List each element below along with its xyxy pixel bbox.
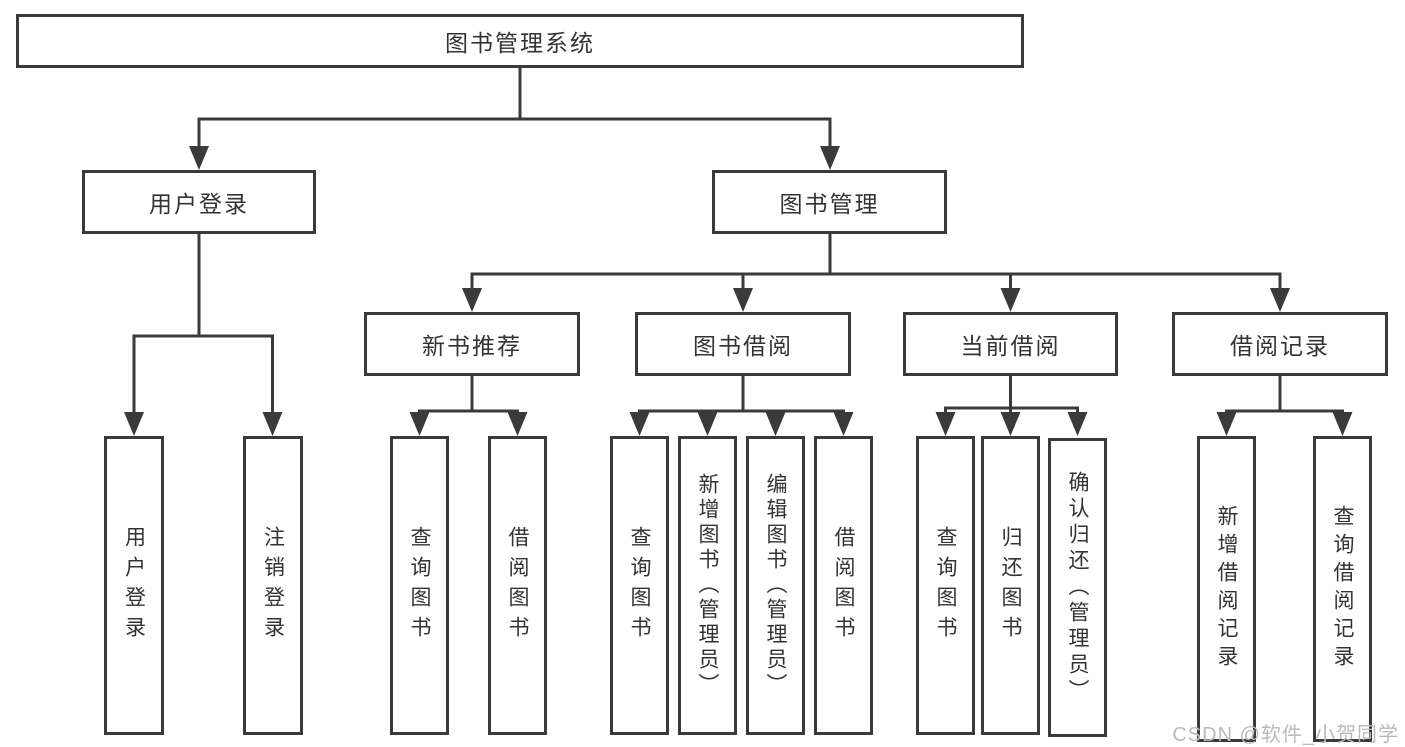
connector-book-borrowing-to-leaves (638, 376, 845, 416)
connector-new-book-recommend-to-leaves (418, 376, 519, 416)
node-root-system: 图书管理系统 (16, 14, 1024, 68)
node-leaf-borrow-books-recommend: 借阅图书 (488, 436, 547, 735)
node-leaf-add-borrow-record: 新增借阅记录 (1197, 436, 1256, 742)
arrowhead (629, 412, 650, 436)
connector-root-to-level2 (197, 68, 832, 150)
node-label: 借阅图书 (506, 525, 529, 646)
node-book-borrowing: 图书借阅 (635, 312, 851, 376)
node-leaf-query-books-recommend: 查询图书 (390, 436, 449, 735)
node-leaf-query-books-borrowing: 查询图书 (610, 436, 669, 735)
node-label: 归还图书 (999, 525, 1022, 646)
arrowhead (1000, 288, 1021, 312)
node-label: 编辑图书（管理员） (764, 473, 787, 698)
node-label: 用户登录 (122, 525, 146, 646)
arrowhead (462, 288, 482, 312)
node-label: 注销登录 (261, 525, 285, 646)
node-label: 查询图书 (628, 525, 651, 646)
node-label: 查询借阅记录 (1331, 505, 1354, 673)
node-leaf-borrow-books-borrowing: 借阅图书 (814, 436, 873, 735)
node-leaf-return-books: 归还图书 (981, 436, 1040, 735)
node-user-login-module: 用户登录 (82, 170, 316, 234)
node-leaf-confirm-return-admin: 确认归还（管理员） (1048, 438, 1107, 737)
node-label: 图书管理系统 (445, 30, 595, 56)
arrowhead (820, 146, 840, 170)
arrowhead (507, 412, 528, 436)
connector-user-login-to-leaves (132, 234, 274, 416)
node-label: 新增图书（管理员） (696, 473, 719, 698)
arrowhead (833, 412, 854, 436)
arrowhead (189, 146, 209, 170)
node-label: 新增借阅记录 (1215, 505, 1238, 673)
arrowhead (262, 412, 283, 436)
node-label: 用户登录 (149, 191, 249, 217)
arrowhead (124, 412, 144, 436)
node-label: 借阅图书 (832, 525, 855, 646)
node-label: 当前借阅 (960, 333, 1061, 359)
node-label: 查询图书 (934, 525, 957, 646)
watermark: CSDN @软件_小贺同学 (1172, 724, 1399, 746)
node-label: 确认归还（管理员） (1066, 470, 1089, 705)
connector-book-management-to-level3 (470, 234, 1282, 294)
node-label: 图书管理 (779, 191, 880, 217)
node-leaf-query-borrow-record: 查询借阅记录 (1313, 436, 1372, 742)
arrowhead (697, 412, 718, 436)
node-leaf-logout: 注销登录 (243, 436, 303, 735)
arrowhead (1067, 412, 1088, 436)
arrowhead (765, 412, 786, 436)
arrowhead (409, 412, 430, 436)
arrowhead (1270, 288, 1290, 312)
node-leaf-add-books-admin: 新增图书（管理员） (678, 436, 737, 735)
node-borrowing-records: 借阅记录 (1172, 312, 1388, 376)
node-label: 借阅记录 (1230, 333, 1330, 359)
arrowhead (1216, 412, 1237, 436)
arrowhead (1332, 412, 1353, 436)
node-leaf-query-books-current: 查询图书 (916, 436, 975, 735)
node-label: 图书借阅 (693, 333, 793, 359)
node-book-management: 图书管理 (712, 170, 947, 234)
node-label: 新书推荐 (422, 333, 522, 359)
arrowhead (733, 288, 753, 312)
node-label: 查询图书 (408, 525, 431, 646)
connector-borrowing-records-to-leaves (1225, 376, 1344, 416)
node-leaf-edit-books-admin: 编辑图书（管理员） (746, 436, 805, 735)
node-current-borrowing: 当前借阅 (903, 312, 1118, 376)
connector-current-borrowing-to-leaves (944, 376, 1079, 416)
arrowhead (1000, 412, 1021, 436)
node-new-book-recommend: 新书推荐 (364, 312, 580, 376)
node-leaf-user-login: 用户登录 (104, 436, 164, 735)
arrowhead (935, 412, 956, 436)
